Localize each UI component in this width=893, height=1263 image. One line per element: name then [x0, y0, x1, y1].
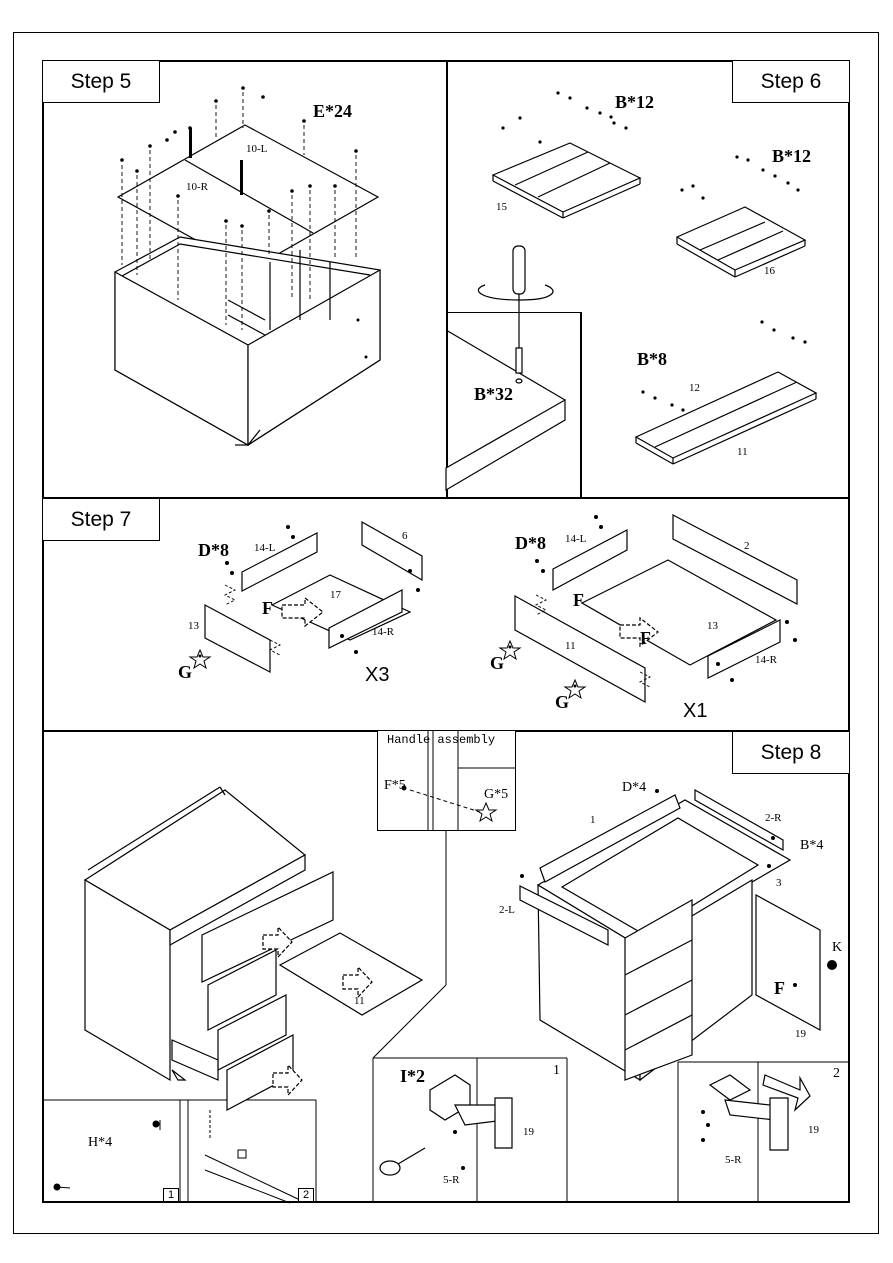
step6-part-12: 12 [689, 382, 700, 394]
step6-qty-a: B*12 [615, 92, 655, 112]
hinge1-qty: I*2 [400, 1066, 426, 1086]
step7-right-mult: X1 [683, 700, 708, 722]
step5-qty: E*24 [313, 101, 353, 121]
screwdriver-inset-right [580, 312, 582, 498]
step6-label: Step 6 [732, 60, 850, 103]
col-divider-top [446, 60, 448, 498]
step6-qty-c: B*8 [637, 349, 668, 369]
step6-part-15: 15 [496, 201, 507, 213]
step7-left-p6: 6 [402, 530, 408, 542]
lower-box-1: 1 [163, 1188, 179, 1202]
step7-right-g2: G [555, 692, 570, 712]
step7-right-p14l: 14-L [565, 533, 587, 545]
hinge1-num: 1 [553, 1063, 560, 1078]
step7-right-p13: 13 [707, 620, 718, 632]
step7-left-f: F [262, 598, 273, 618]
hinge1-part-5r: 5-R [443, 1174, 460, 1186]
step8-k: K [832, 940, 843, 955]
step7-left-mult: X3 [365, 664, 390, 686]
handle-assembly-title: Handle assembly [387, 733, 496, 747]
step8-part-1: 1 [590, 814, 596, 826]
step7-right-p11: 11 [565, 640, 576, 652]
step8-f: F [774, 978, 785, 998]
step7-right-f2: F [640, 628, 651, 648]
step7-right-p2: 2 [744, 540, 750, 552]
hinge2-num: 2 [833, 1066, 840, 1081]
handle-g-qty: G*5 [484, 787, 509, 802]
hinge2-part-19: 19 [808, 1124, 819, 1136]
step6-qty-b: B*12 [772, 146, 812, 166]
step8-part-3: 3 [776, 877, 782, 889]
step7-left-p14l: 14-L [254, 542, 276, 554]
step7-right-p14r: 14-R [755, 654, 777, 666]
step6-qty-screw: B*32 [474, 384, 514, 404]
lower-h-qty: H*4 [88, 1135, 113, 1150]
step7-left-qty: D*8 [198, 540, 229, 560]
lower-box-2: 2 [298, 1188, 314, 1202]
step7-right-f1: F [573, 590, 584, 610]
handle-assembly-box [377, 731, 516, 831]
step8-label: Step 8 [732, 731, 850, 774]
step7-left-p14r: 14-R [372, 626, 394, 638]
step7-left-p13: 13 [188, 620, 199, 632]
screwdriver-inset-top [446, 312, 580, 313]
page-border [13, 32, 879, 1234]
step7-right-g1: G [490, 653, 505, 673]
step5-part-10r: 10-R [186, 181, 208, 193]
step7-left-g: G [178, 662, 193, 682]
lower-part-11: 11 [354, 995, 365, 1007]
hinge1-part-19: 19 [523, 1126, 534, 1138]
step8-part-2r: 2-R [765, 812, 782, 824]
step5-label: Step 5 [42, 60, 160, 103]
row-divider-1 [42, 497, 850, 499]
hinge2-part-5r: 5-R [725, 1154, 742, 1166]
step8-part-19: 19 [795, 1028, 806, 1040]
step6-part-16: 16 [764, 265, 775, 277]
step7-label: Step 7 [42, 498, 160, 541]
step8-part-2l: 2-L [499, 904, 515, 916]
step8-d-qty: D*4 [622, 780, 647, 795]
step6-part-11: 11 [737, 446, 748, 458]
step7-right-qty: D*8 [515, 533, 546, 553]
step8-b-qty: B*4 [800, 838, 824, 853]
handle-f-qty: F*5 [384, 778, 406, 793]
step5-part-10l: 10-L [246, 143, 268, 155]
step7-left-p17: 17 [330, 589, 341, 601]
